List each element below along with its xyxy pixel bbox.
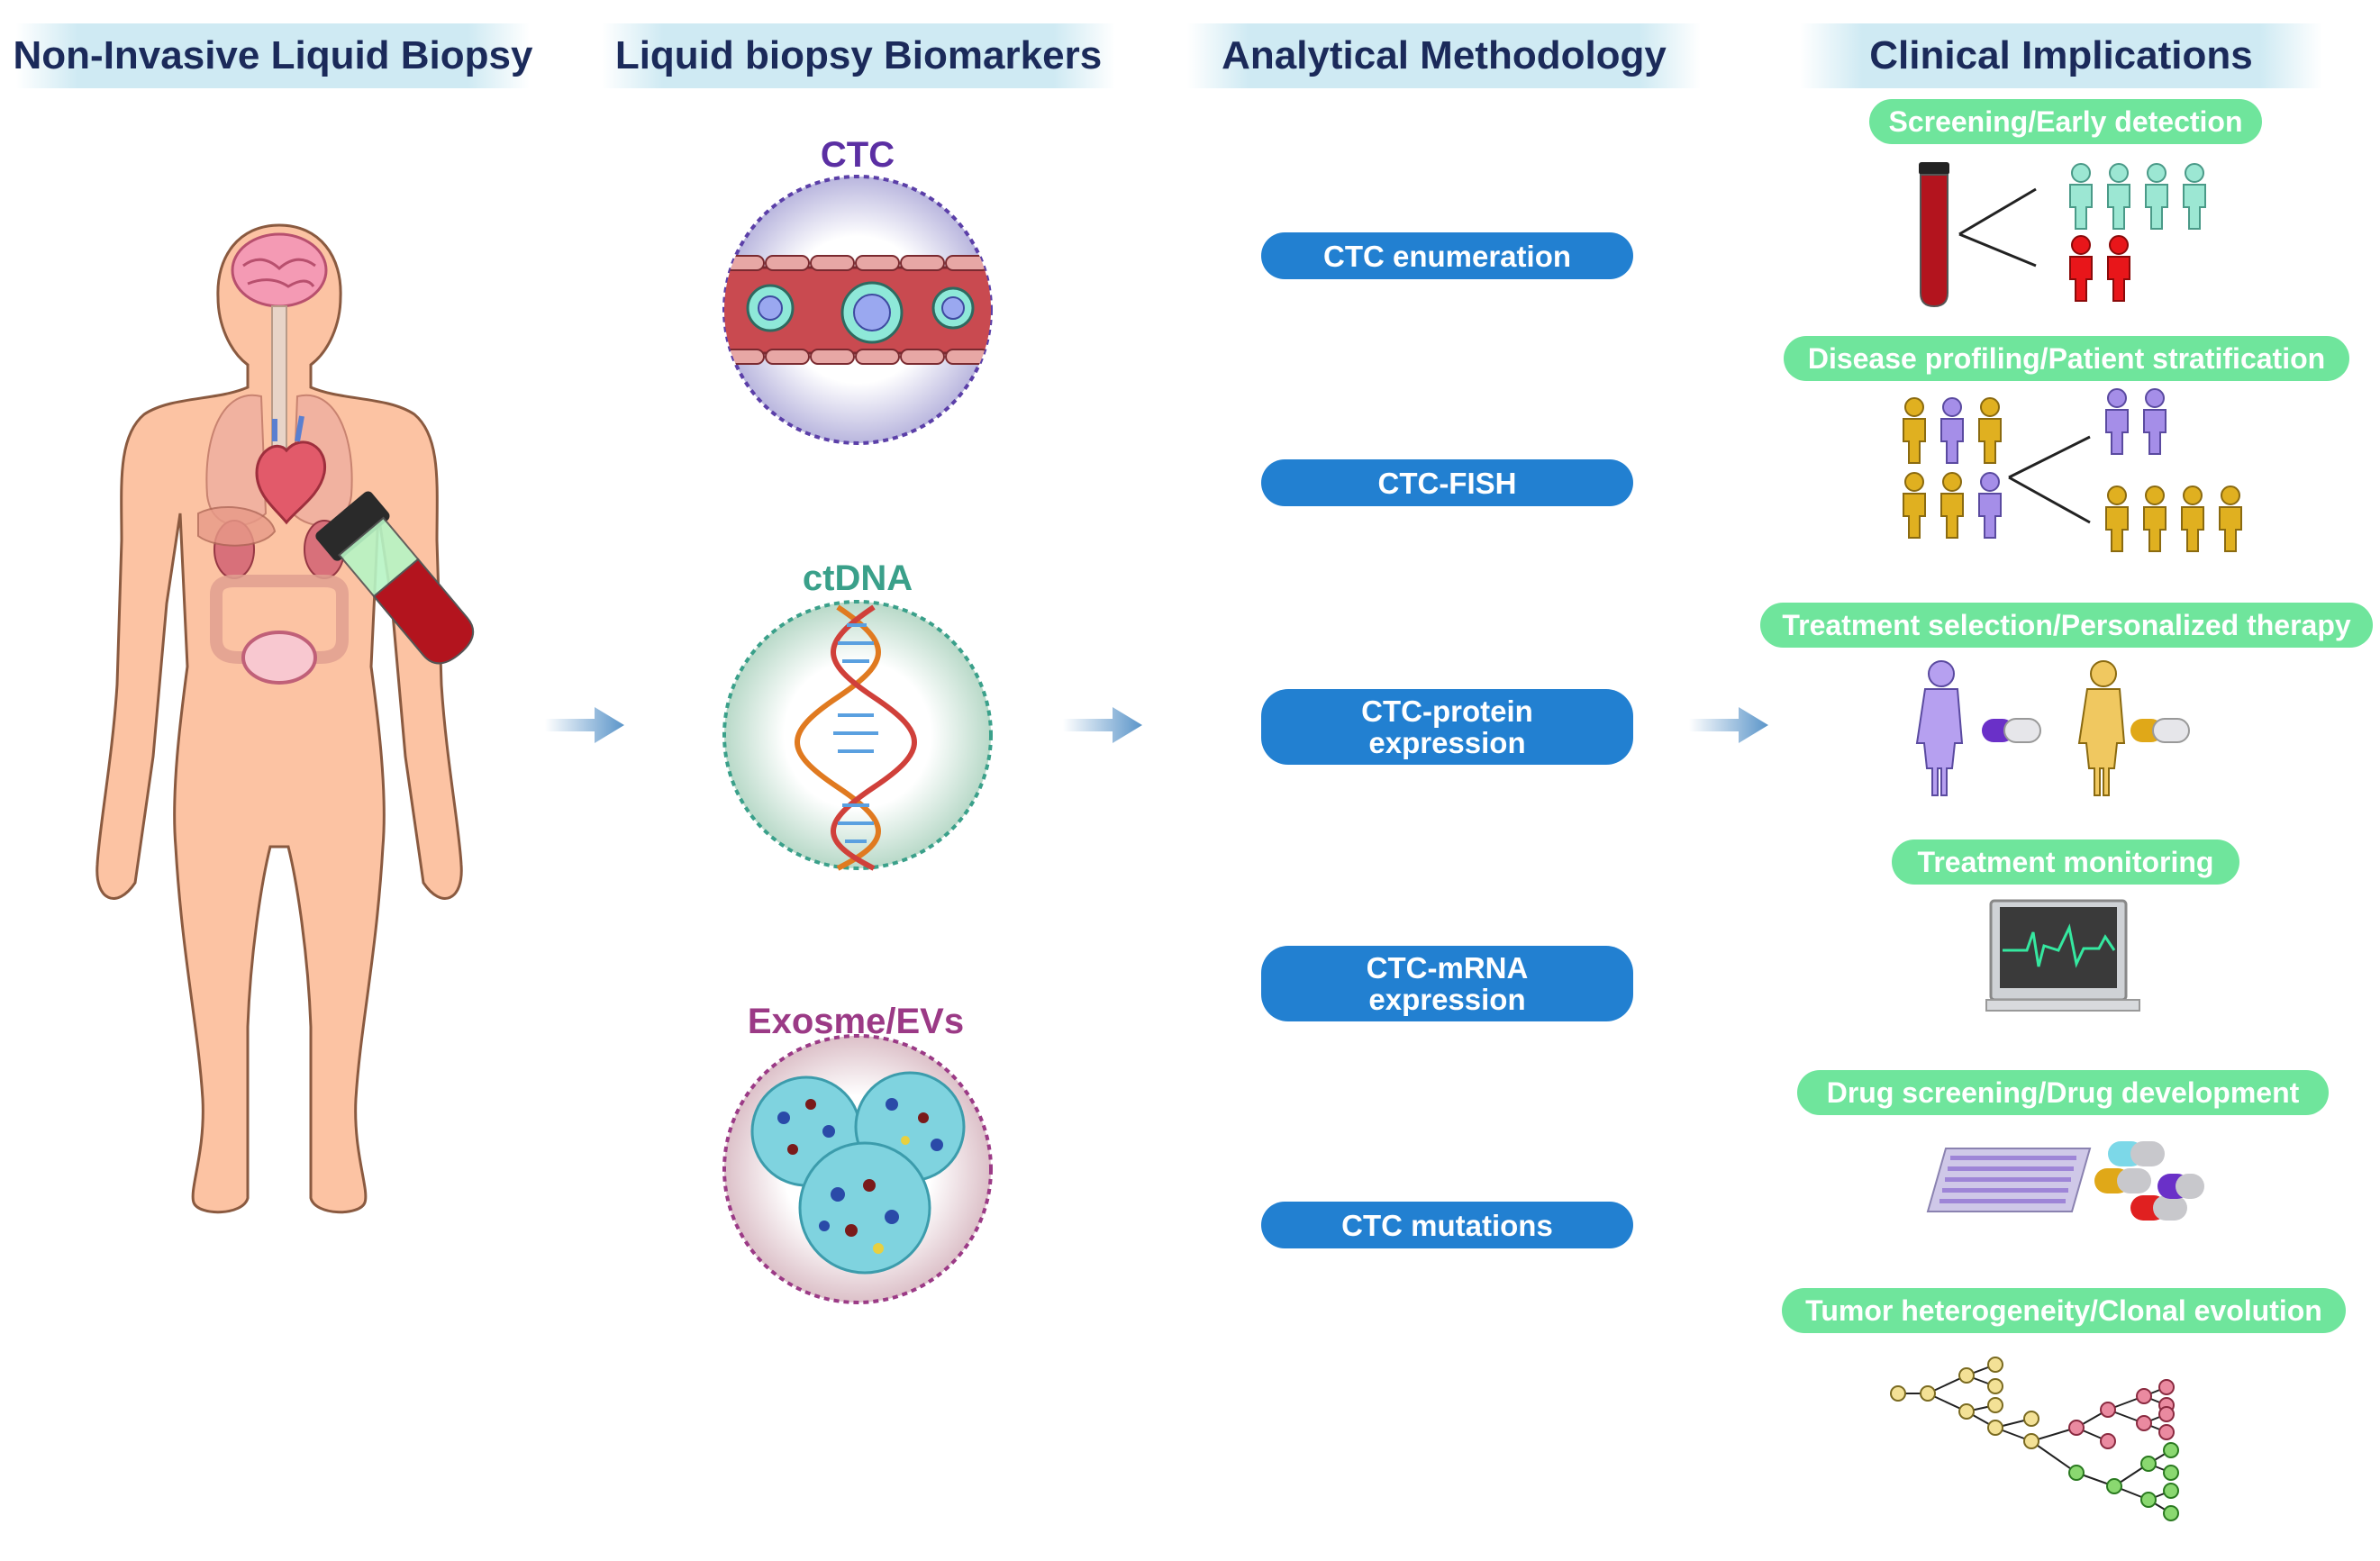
ctdna-label: ctDNA	[802, 558, 913, 598]
method-ctc-enumeration: CTC enumeration	[1261, 232, 1633, 279]
header-biomarkers: Liquid biopsy Biomarkers	[602, 23, 1115, 88]
implication-tumor-heterogeneity: Tumor heterogeneity/Clonal evolution	[1782, 1288, 2346, 1333]
blood-vessel	[724, 255, 991, 365]
non-responder-group-icons	[2105, 486, 2242, 552]
exosome-circle-icon	[722, 1034, 993, 1304]
capsule-icon	[2108, 1141, 2165, 1166]
responder-group-icons	[2105, 388, 2167, 455]
blood-tube-icon	[315, 491, 475, 665]
personalized-therapy-illustration	[1915, 660, 2190, 796]
arrow-3	[1689, 707, 1768, 743]
header-methodology: Analytical Methodology	[1187, 23, 1701, 88]
method-ctc-fish: CTC-FISH	[1261, 459, 1633, 506]
clone-green	[2068, 1442, 2179, 1521]
clone-pink	[2068, 1379, 2175, 1449]
method-line: expression	[1368, 983, 1526, 1016]
capsule-icon	[2130, 1195, 2187, 1221]
implication-treatment-selection: Treatment selection/Personalized therapy	[1760, 603, 2373, 648]
arrow-1	[545, 707, 624, 743]
method-line: expression	[1368, 726, 1526, 759]
implication-disease-profiling: Disease profiling/Patient stratification	[1784, 336, 2349, 381]
test-tube-icon	[1919, 162, 1949, 308]
screening-illustration	[1919, 162, 2206, 308]
method-line: CTC-protein	[1361, 694, 1533, 728]
method-ctc-mrna-expression: CTC-mRNA expression	[1261, 946, 1633, 1021]
clonal-evolution-tree-icon	[1890, 1357, 2179, 1521]
vesicle-cargo	[777, 1098, 943, 1254]
dna-helix-icon	[795, 604, 917, 871]
monitor-icon	[1985, 899, 2140, 1012]
healthy-person-icons	[2069, 163, 2206, 230]
header-liquid-biopsy: Non-Invasive Liquid Biopsy	[14, 23, 532, 88]
capsule-icon	[2130, 718, 2190, 743]
clone-ancestral	[1890, 1357, 2039, 1449]
capsule-icon	[2094, 1168, 2151, 1193]
patient-icon	[1915, 660, 1964, 796]
tumor-cell	[840, 281, 904, 344]
header-clinical-implications: Clinical Implications	[1800, 23, 2322, 88]
implication-treatment-monitoring: Treatment monitoring	[1892, 839, 2239, 885]
capsule-icon	[2157, 1174, 2204, 1199]
patient-icon	[2077, 660, 2126, 796]
affected-person-icons	[2069, 235, 2130, 302]
bladder-icon	[241, 631, 317, 685]
implication-drug-screening: Drug screening/Drug development	[1797, 1070, 2329, 1115]
stratification-illustration	[1903, 388, 2242, 552]
brain-icon	[231, 232, 328, 308]
vesicles	[750, 1071, 966, 1275]
ctc-label: CTC	[820, 135, 895, 175]
mixed-patients-icons	[1903, 397, 2002, 539]
intestines-icon	[210, 575, 349, 664]
capsule-icon	[1982, 718, 2041, 743]
ctc-circle-icon	[722, 175, 993, 445]
human-body-illustration	[95, 223, 463, 1214]
tumor-cell	[931, 286, 975, 330]
tumor-cell	[746, 284, 795, 332]
method-ctc-mutations: CTC mutations	[1261, 1202, 1633, 1248]
heart-icon	[255, 415, 326, 525]
liver-icon	[197, 506, 277, 547]
implication-screening: Screening/Early detection	[1869, 99, 2262, 144]
arrow-2	[1063, 707, 1142, 743]
method-line: CTC-mRNA	[1366, 951, 1529, 985]
method-ctc-protein-expression: CTC-protein expression	[1261, 689, 1633, 765]
ctdna-circle-icon	[722, 600, 993, 871]
drug-development-illustration	[1926, 1141, 2204, 1221]
well-plate-icon	[1926, 1148, 2092, 1212]
